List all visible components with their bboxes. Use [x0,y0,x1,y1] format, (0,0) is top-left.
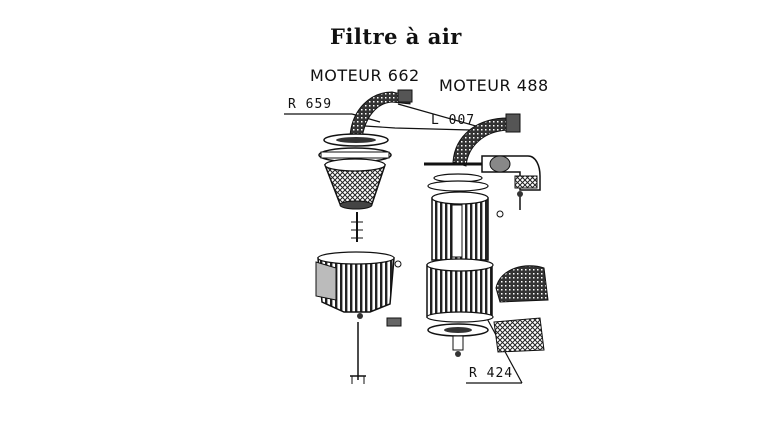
label-moteur-488: MOTEUR 488 [439,76,549,95]
label-r424: R 424 [469,366,514,381]
right-assembly [424,113,549,357]
document-title: Filtre à air [330,24,462,49]
label-r659: R 659 [288,97,333,112]
label-moteur-662: MOTEUR 662 [310,66,420,85]
left-assembly [315,89,413,384]
